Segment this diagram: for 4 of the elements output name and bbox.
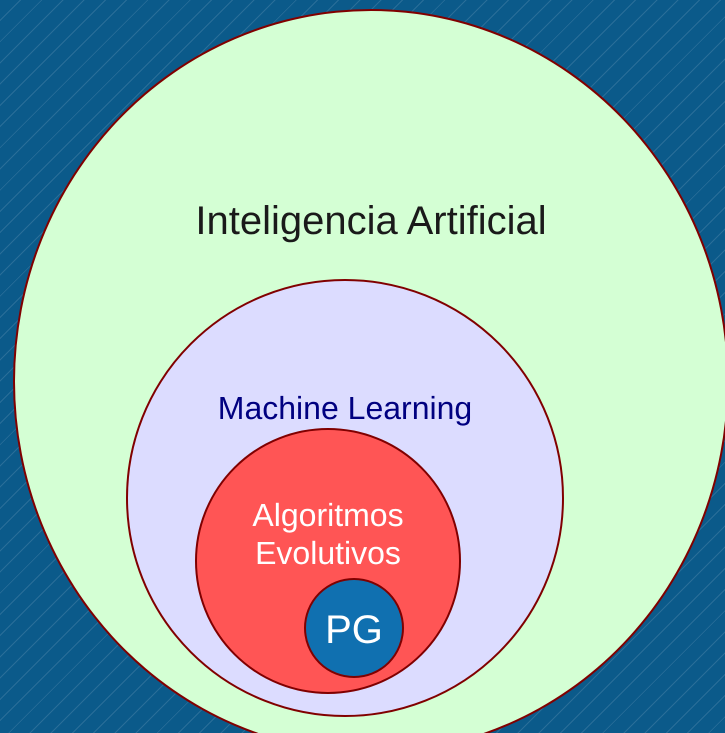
circle-label: Inteligencia Artificial: [194, 198, 548, 245]
circle-label: PG: [324, 607, 384, 654]
circle-label: Algoritmos Evolutivos: [251, 496, 405, 573]
circle-label: Machine Learning: [216, 389, 474, 428]
